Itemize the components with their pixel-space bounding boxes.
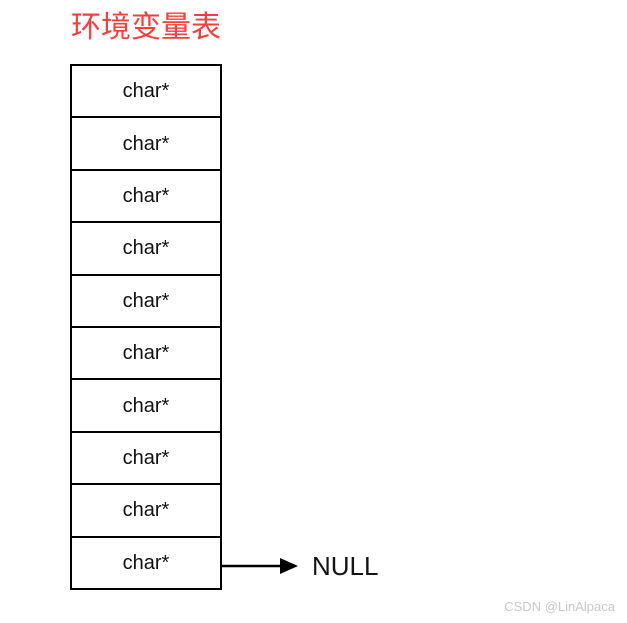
cell-label: char* <box>122 499 170 522</box>
cell-label: char* <box>122 289 170 312</box>
table-row: char* <box>72 275 220 329</box>
cell-label: char* <box>122 342 170 365</box>
watermark: CSDN @LinAlpaca <box>504 599 615 614</box>
null-terminator-label: NULL <box>312 551 379 581</box>
cell-label: char* <box>122 185 170 208</box>
cell-label: char* <box>122 237 170 260</box>
table-row: char* <box>72 432 220 486</box>
table-row: char* <box>72 537 220 589</box>
table-row: char* <box>72 223 220 276</box>
cell-label: char* <box>122 80 170 103</box>
environment-variable-table: char* char* char* char* char* char* char… <box>70 64 222 590</box>
page-title: 环境变量表 <box>71 10 221 45</box>
table-row: char* <box>72 380 220 433</box>
cell-label: char* <box>122 394 170 417</box>
table-row: char* <box>72 328 220 381</box>
arrow-right-icon <box>222 558 298 574</box>
table-row: char* <box>72 170 220 224</box>
table-row: char* <box>72 485 220 538</box>
table-row: char* <box>72 66 220 119</box>
cell-label: char* <box>122 132 170 155</box>
cell-label: char* <box>122 447 170 470</box>
cell-label: char* <box>122 551 170 574</box>
table-row: char* <box>72 118 220 171</box>
